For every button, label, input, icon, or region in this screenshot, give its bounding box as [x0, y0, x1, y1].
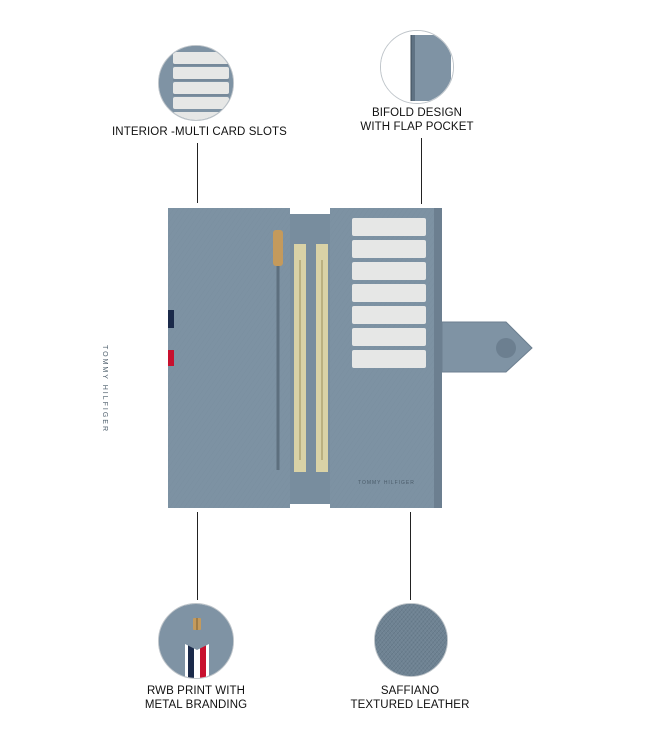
- card-slots-caption: INTERIOR -MULTI CARD SLOTS: [112, 125, 287, 139]
- bifold-leader-line: [421, 138, 422, 204]
- spine-brand-text: TOMMY HILFIGER: [101, 345, 108, 434]
- card-slots-leader-line: [197, 143, 198, 203]
- rwb-caption-line2: METAL BRANDING: [144, 699, 248, 711]
- bifold-caption-line2: WITH FLAP POCKET: [360, 121, 474, 133]
- card-slots-circle: [158, 45, 234, 121]
- card-slots-caption-text: INTERIOR -MULTI CARD SLOTS: [112, 126, 287, 138]
- saffiano-caption-line2: TEXTURED LEATHER: [350, 699, 470, 711]
- card-slot: [352, 306, 426, 324]
- saffiano-caption-line1: SAFFIANO: [380, 685, 440, 697]
- card-slot: [352, 240, 426, 258]
- bifold-caption: BIFOLD DESIGN WITH FLAP POCKET: [350, 106, 484, 134]
- rwb-circle: [158, 603, 234, 679]
- pocket-brand-text: TOMMY HILFIGER: [358, 480, 415, 486]
- card-slot: [352, 284, 426, 302]
- saffiano-leader-line: [410, 512, 411, 600]
- card-slot: [352, 218, 426, 236]
- bifold-caption-line1: BIFOLD DESIGN: [371, 107, 463, 119]
- card-slots-stack: [348, 214, 428, 374]
- saffiano-texture-icon: [375, 604, 447, 676]
- card-slot: [352, 262, 426, 280]
- rwb-caption: RWB PRINT WITH METAL BRANDING: [128, 684, 264, 712]
- bifold-icon: [381, 31, 453, 103]
- card-slot: [352, 350, 426, 368]
- bifold-circle: [380, 30, 454, 104]
- saffiano-caption: SAFFIANO TEXTURED LEATHER: [340, 684, 480, 712]
- rwb-leader-line: [197, 512, 198, 600]
- saffiano-circle: [374, 603, 448, 677]
- rwb-branding-icon: [159, 604, 233, 678]
- card-slots-icon: [159, 46, 233, 120]
- rwb-caption-line1: RWB PRINT WITH: [146, 685, 246, 697]
- card-slot: [352, 328, 426, 346]
